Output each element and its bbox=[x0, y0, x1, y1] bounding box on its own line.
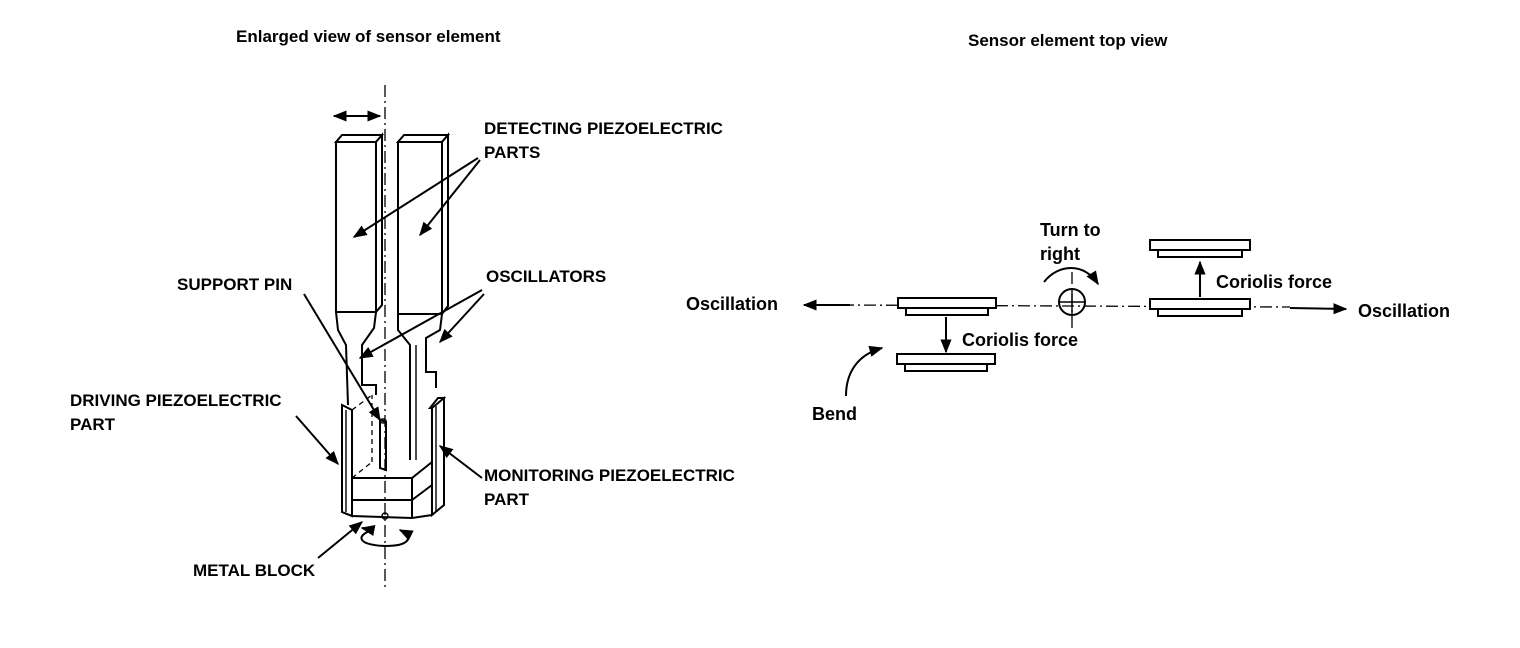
label-monitoring-line2: PART bbox=[484, 490, 530, 509]
sensor-element-drawing bbox=[295, 85, 485, 588]
leader-metal-block bbox=[317, 521, 364, 559]
left-oscillator-outline bbox=[335, 311, 349, 406]
right-oscillator-outline bbox=[425, 313, 443, 388]
label-metal-block: METAL BLOCK bbox=[193, 561, 316, 580]
monitoring-piezo-plate bbox=[427, 395, 447, 518]
label-detecting-line2: PARTS bbox=[484, 143, 540, 162]
leader-detecting-left bbox=[352, 157, 479, 238]
right-detecting-bar bbox=[395, 132, 451, 317]
leader-oscillator-left bbox=[358, 289, 483, 359]
label-driving-line1: DRIVING PIEZOELECTRIC bbox=[70, 391, 282, 410]
right-title: Sensor element top view bbox=[968, 31, 1168, 50]
leader-detecting-right bbox=[419, 159, 481, 237]
oscillation-arrow-right bbox=[1289, 303, 1348, 315]
left-plate-deflected bbox=[896, 353, 996, 372]
right-plate-original bbox=[1149, 298, 1251, 317]
label-monitoring-line1: MONITORING PIEZOELECTRIC bbox=[484, 466, 735, 485]
label-bend: Bend bbox=[812, 404, 857, 424]
top-view-drawing bbox=[802, 239, 1348, 397]
turn-right-arrow bbox=[1043, 267, 1099, 286]
label-support-pin: SUPPORT PIN bbox=[177, 275, 292, 294]
left-plate-original bbox=[897, 297, 997, 316]
bend-arrow bbox=[845, 345, 884, 397]
label-turn-line1: Turn to bbox=[1040, 220, 1101, 240]
left-title: Enlarged view of sensor element bbox=[236, 27, 501, 46]
leader-monitoring bbox=[438, 445, 483, 479]
label-turn-line2: right bbox=[1040, 244, 1080, 264]
right-plate-deflected bbox=[1149, 239, 1251, 258]
label-oscillation-right: Oscillation bbox=[1358, 301, 1450, 321]
right-oscillator-inner bbox=[397, 314, 411, 460]
leader-oscillator-right bbox=[439, 293, 485, 344]
label-oscillators: OSCILLATORS bbox=[486, 267, 606, 286]
support-pin bbox=[379, 418, 387, 472]
label-oscillation-left: Oscillation bbox=[686, 294, 778, 314]
label-coriolis-upper: Coriolis force bbox=[1216, 272, 1332, 292]
driving-piezo-plate bbox=[341, 394, 373, 518]
left-oscillator-inner bbox=[361, 311, 377, 395]
label-coriolis-lower: Coriolis force bbox=[962, 330, 1078, 350]
leader-driving bbox=[295, 415, 339, 466]
rotation-arrow bbox=[360, 512, 414, 548]
label-detecting-line1: DETECTING PIEZOELECTRIC bbox=[484, 119, 723, 138]
label-driving-line2: PART bbox=[70, 415, 116, 434]
leader-support-pin bbox=[303, 293, 381, 422]
